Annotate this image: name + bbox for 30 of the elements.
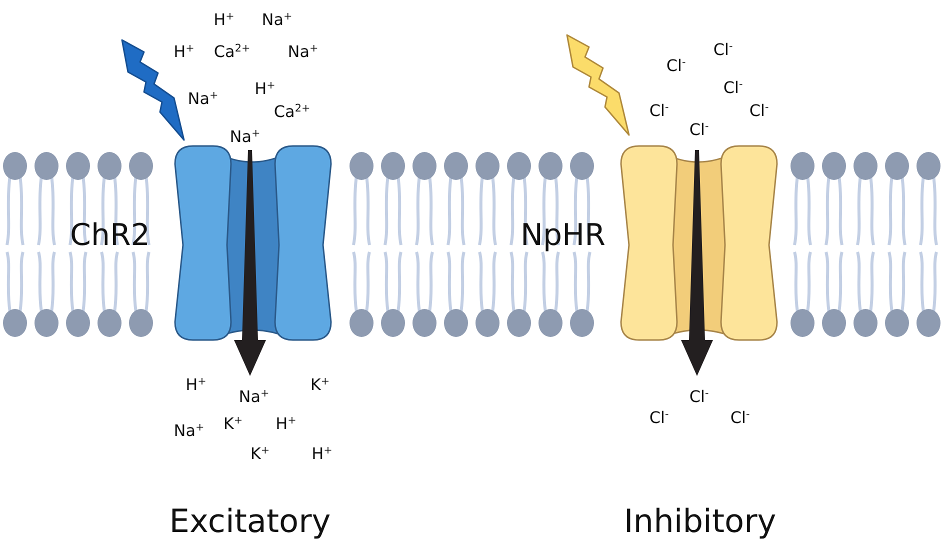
ion-label: Na$^{+}$ bbox=[288, 44, 318, 60]
ion-label: Cl$^{-}$ bbox=[689, 389, 709, 405]
ion-label: Na$^{+}$ bbox=[174, 423, 204, 439]
ion-label: Cl$^{-}$ bbox=[713, 42, 733, 58]
ion-label: Na$^{+}$ bbox=[262, 12, 292, 28]
ion-label: H$^{+}$ bbox=[214, 12, 234, 28]
ion-label: K$^{+}$ bbox=[310, 377, 330, 393]
ion-label: H$^{+}$ bbox=[174, 44, 194, 60]
ion-label: H$^{+}$ bbox=[254, 81, 276, 97]
ion-label: Ca$^{2+}$ bbox=[274, 104, 310, 120]
ion-label: Ca$^{2+}$ bbox=[214, 44, 250, 60]
ion-label: Cl$^{-}$ bbox=[649, 103, 669, 119]
ion-label: K$^{+}$ bbox=[250, 446, 270, 462]
ion-label: Cl$^{-}$ bbox=[749, 103, 769, 119]
category-label: Excitatory bbox=[169, 505, 331, 537]
ion-label: H$^{+}$ bbox=[312, 446, 332, 462]
ion-label: Cl$^{-}$ bbox=[723, 80, 743, 96]
ion-label: Cl$^{-}$ bbox=[649, 410, 669, 426]
ion-label: H$^{+}$ bbox=[276, 416, 296, 432]
ion-label: Cl$^{-}$ bbox=[666, 58, 686, 74]
ion-label: Na$^{+}$ bbox=[230, 129, 260, 145]
protein-label: NpHR bbox=[520, 221, 606, 251]
protein-label: ChR2 bbox=[70, 221, 150, 251]
ion-label: Na$^{+}$ bbox=[188, 91, 218, 107]
ion-label: H$^{+}$ bbox=[186, 377, 206, 393]
ion-label: Na$^{+}$ bbox=[238, 389, 270, 405]
ion-label: K$^{+}$ bbox=[223, 416, 243, 432]
category-label: Inhibitory bbox=[624, 505, 776, 537]
ion-label: Cl$^{-}$ bbox=[730, 410, 750, 426]
ion-label: Cl$^{-}$ bbox=[689, 122, 709, 138]
